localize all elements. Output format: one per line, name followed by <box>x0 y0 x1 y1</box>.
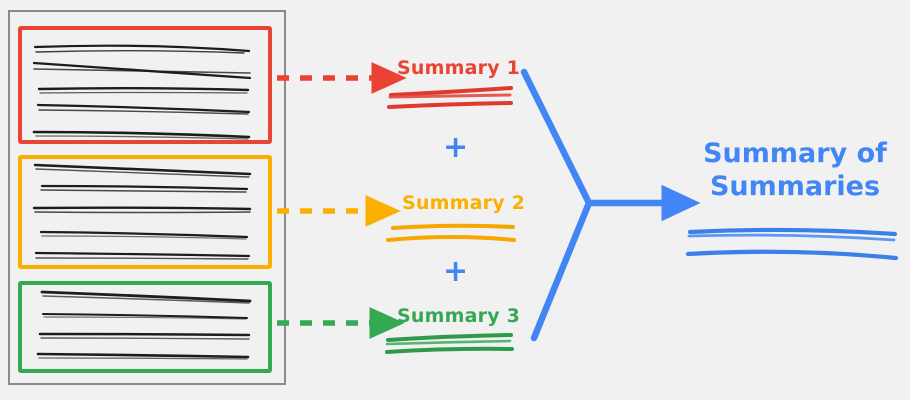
merge-arrow-blue <box>520 68 701 342</box>
summary-3-label: Summary 3 <box>397 305 521 327</box>
source-section-yellow[interactable] <box>18 155 272 269</box>
summary-1-label: Summary 1 <box>397 57 521 79</box>
source-section-green[interactable] <box>18 281 272 373</box>
plus-operator-1: + <box>443 130 469 165</box>
final-summary-line-2: Summaries <box>709 170 881 202</box>
source-section-red[interactable] <box>18 26 272 144</box>
final-summary-label: Summary of Summaries <box>692 138 898 204</box>
final-summary-line-1: Summary of <box>703 138 887 169</box>
summary-2-label: Summary 2 <box>402 192 526 214</box>
plus-operator-2: + <box>443 254 469 289</box>
